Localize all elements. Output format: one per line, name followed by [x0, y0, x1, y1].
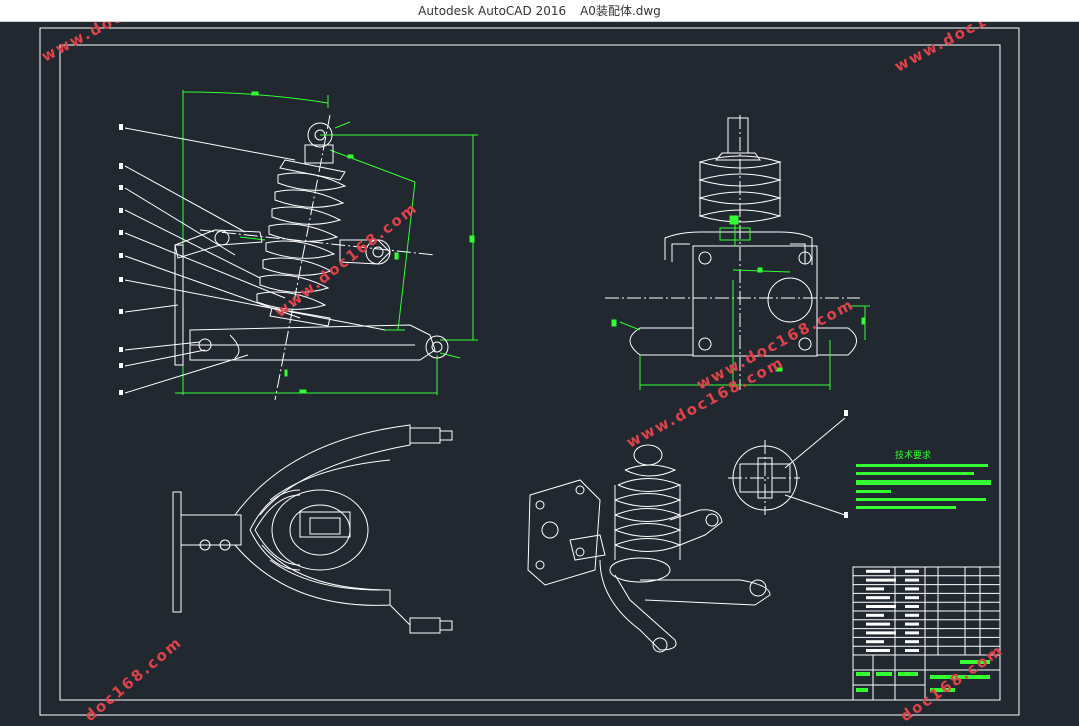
title-block-cell-text — [866, 631, 896, 635]
title-block-cell-text — [905, 596, 919, 600]
title-block — [852, 566, 1001, 701]
title-block-cell-text — [905, 649, 919, 652]
title-block-cell-text — [905, 631, 919, 635]
title-block-cell-text — [905, 640, 919, 644]
title-block-cell-text — [866, 587, 884, 591]
title-block-cell-text — [905, 569, 919, 573]
title-block-cell-text — [866, 569, 890, 573]
title-block-cell-text — [866, 578, 896, 582]
title-block-cell-text — [905, 613, 919, 617]
title-bar: Autodesk AutoCAD 2016 A0装配体.dwg — [0, 0, 1079, 22]
tech-requirements-heading: 技术要求 — [895, 449, 931, 461]
drawing-canvas[interactable]: 技术要求 — [0, 22, 1079, 726]
side-view — [605, 115, 870, 390]
title-block-cell-text — [866, 605, 896, 608]
title-block-cell-text — [866, 622, 890, 626]
watermark-center: www.doc168.com — [271, 199, 421, 322]
title-block-cell-text — [905, 578, 919, 582]
title-block-cell-text — [905, 622, 919, 626]
watermark-bottom-right: doc168.com — [897, 641, 1007, 726]
watermark-right-center: www.doc168.com — [623, 353, 787, 452]
isometric-view — [527, 444, 771, 653]
watermark-top-left: www.doc168.com — [38, 22, 202, 66]
front-view — [119, 90, 478, 401]
title-block-cell-text — [866, 649, 890, 652]
title-block-cell-text — [905, 587, 919, 591]
title-block-cell-text — [866, 613, 884, 617]
app-title: Autodesk AutoCAD 2016 — [418, 3, 567, 18]
watermark-top-right: www.doc168.com — [891, 22, 1055, 76]
inner-border — [59, 44, 1001, 701]
file-name: A0装配体.dwg — [580, 4, 661, 18]
tech-requirements: 技术要求 — [856, 449, 991, 509]
title-block-cell-text — [905, 605, 919, 608]
watermark-mid-right: www.doc168.com — [693, 295, 857, 394]
outer-border — [39, 27, 1020, 716]
detail-view — [728, 410, 848, 518]
watermark-bottom-left: doc168.com — [81, 633, 186, 725]
title-block-cell-text — [866, 596, 890, 600]
title-block-cell-text — [866, 640, 884, 644]
top-view — [172, 424, 453, 634]
